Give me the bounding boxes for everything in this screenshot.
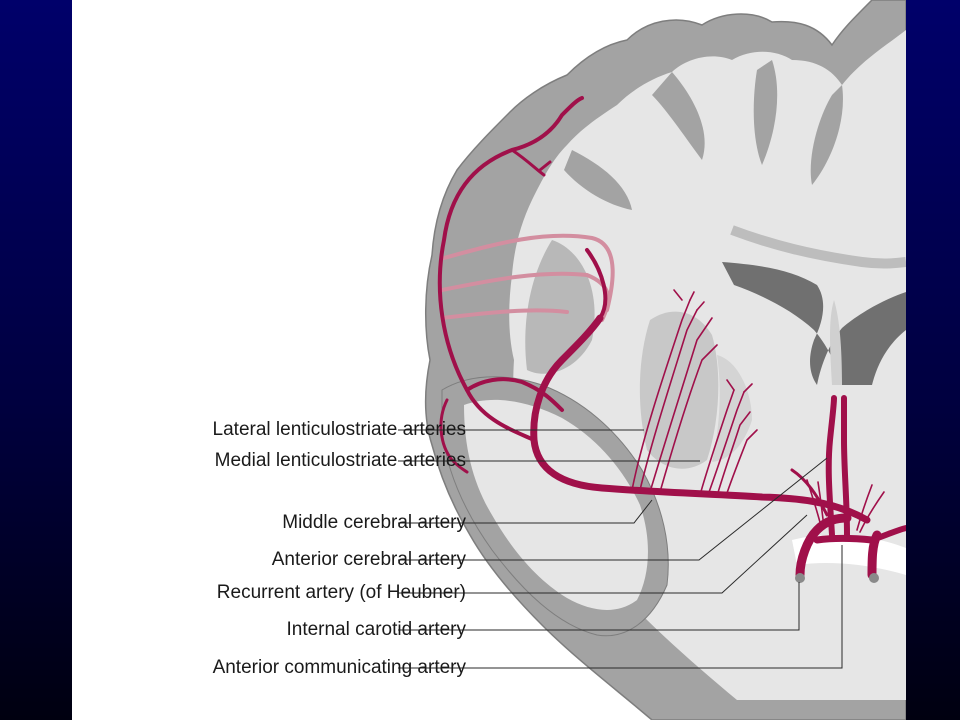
aca-perforators [806, 479, 885, 533]
artery-tree [437, 96, 906, 580]
gyrus-fold-3 [810, 85, 843, 185]
label-column: Lateral lenticulostriate arteries Medial… [72, 0, 466, 720]
leader-lines [398, 429, 843, 669]
label-anterior-cerebral-artery: Anterior cerebral artery [271, 549, 466, 570]
label-medial-lenticulostriate: Medial lenticulostriate arteries [214, 450, 466, 471]
leader-middle-cerebral [398, 499, 653, 524]
gyrus-fold-2 [753, 60, 778, 165]
medial-lenticulostriate-branches [699, 379, 758, 497]
brain-coronal-section [398, 0, 906, 720]
gyrus-fold-1 [652, 72, 705, 160]
globus-pallidus [712, 355, 752, 462]
leader-recurrent-heubner [398, 514, 808, 594]
ica-stump-right [869, 573, 879, 583]
leader-anterior-cerebral [398, 457, 828, 561]
lateral-ventricle [722, 262, 906, 385]
label-middle-cerebral-artery: Middle cerebral artery [282, 512, 466, 533]
ica-stump-left [795, 573, 805, 583]
septum [830, 300, 842, 385]
corpus-callosum [730, 225, 906, 269]
putamen [639, 311, 719, 469]
diagram-panel: Lateral lenticulostriate arteries Medial… [72, 0, 906, 720]
label-recurrent-artery: Recurrent artery (of Heubner) [216, 582, 466, 603]
label-internal-carotid-artery: Internal carotid artery [286, 619, 466, 640]
leader-internal-carotid [398, 582, 800, 631]
temporal-white-matter [464, 399, 648, 610]
label-anterior-communicating-artery: Anterior communicating artery [212, 657, 466, 678]
label-lateral-lenticulostriate: Lateral lenticulostriate arteries [212, 419, 466, 440]
leader-anterior-communicating [398, 545, 843, 669]
lateral-lenticulostriate-branches [631, 289, 718, 493]
gyrus-fold-4 [564, 150, 632, 210]
cortical-branches-faded [440, 233, 615, 322]
